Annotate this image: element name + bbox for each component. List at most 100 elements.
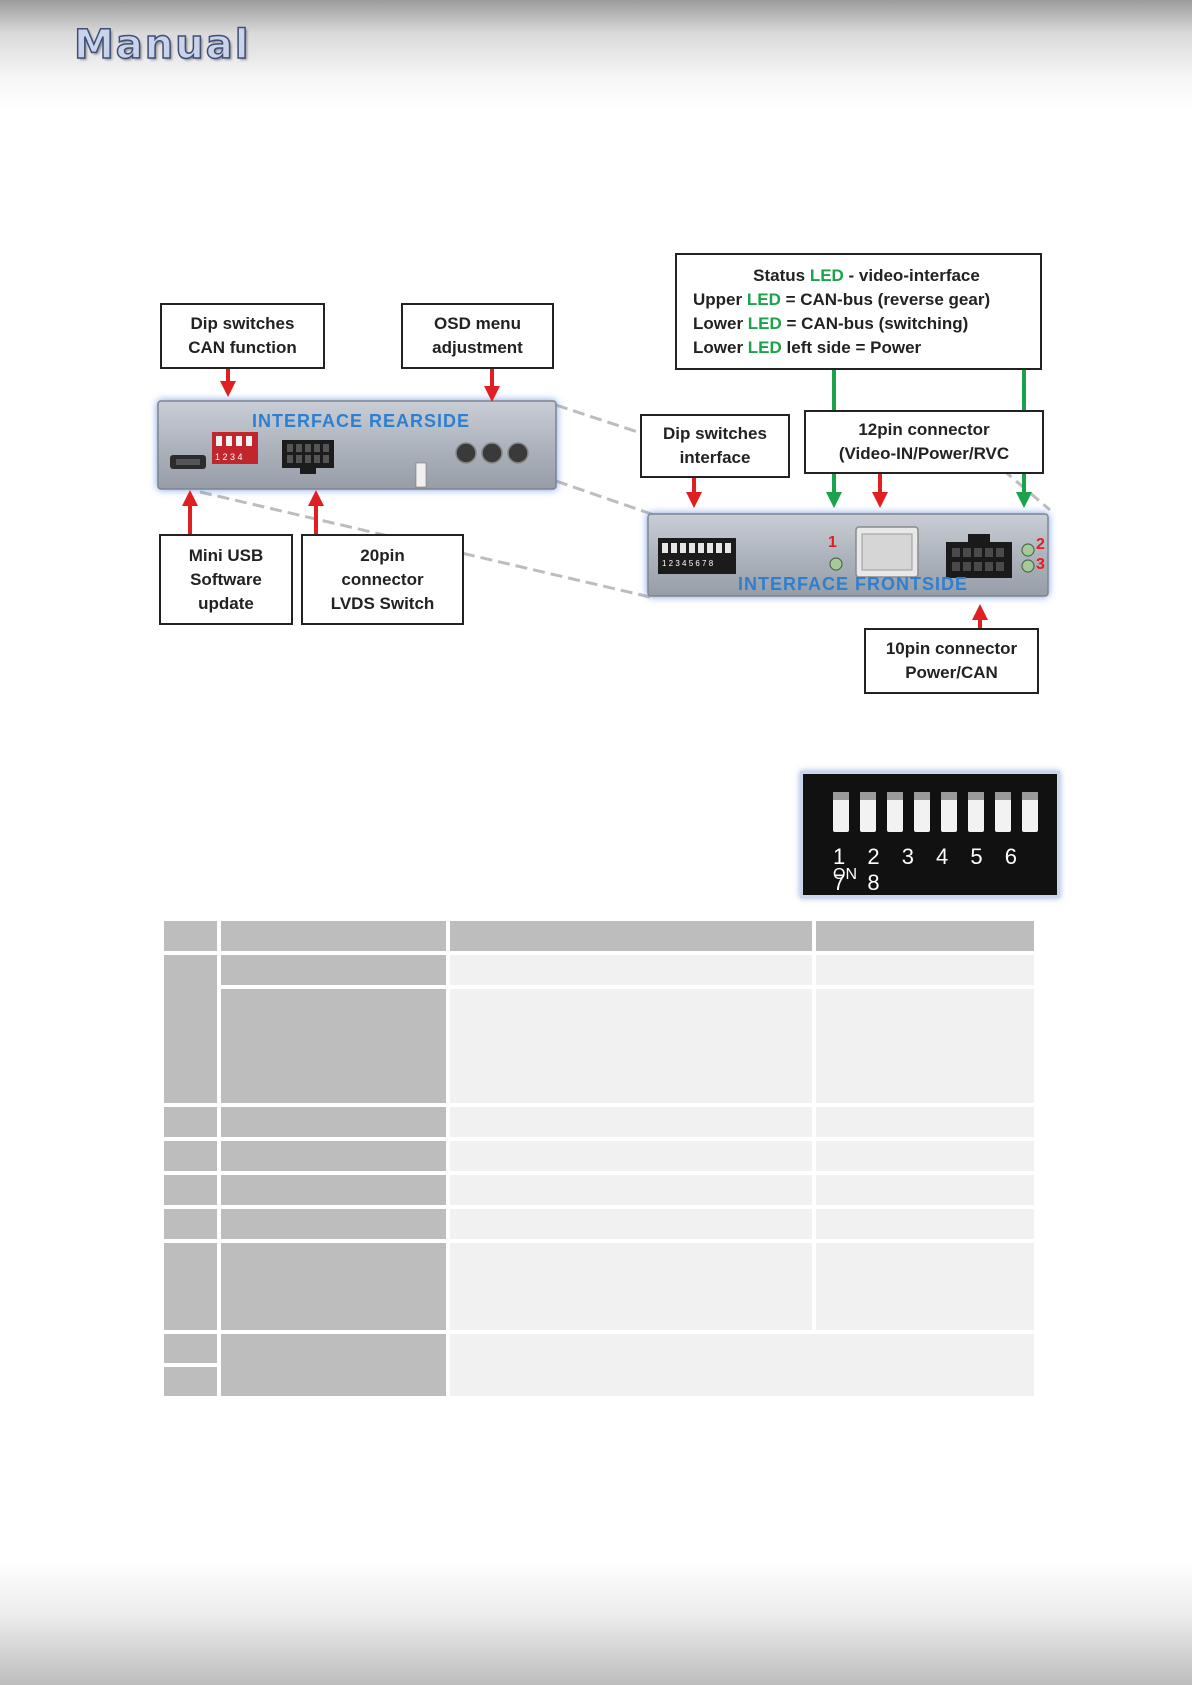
interface-diagram: 1 2 3 4 1 2 3 4 5 6 7 8 — [157, 358, 1051, 628]
led-number-2: 2 — [1036, 536, 1045, 553]
table-row — [164, 1367, 1034, 1396]
table-header-cell — [221, 921, 446, 951]
lvds-pins — [287, 444, 329, 463]
header-band — [0, 0, 1192, 110]
10pin-connector — [946, 542, 1012, 578]
rear-dip-levers — [216, 436, 252, 446]
dip-settings-table — [160, 917, 1038, 1400]
front-dip-numbers: 1 2 3 4 5 6 7 8 — [662, 559, 714, 568]
callout-12pin-line1: 12pin connector — [858, 420, 990, 439]
guide-line-4 — [974, 444, 1051, 512]
table-cell — [816, 1107, 1034, 1137]
table-cell — [221, 1107, 446, 1137]
table-cell — [221, 1141, 446, 1171]
12pin-connector-inner — [861, 533, 913, 571]
lvds-connector-latch — [300, 468, 316, 474]
table-cell — [164, 1141, 217, 1171]
led-number-3: 3 — [1036, 556, 1045, 573]
callout-dip-interface: Dip switches interface — [640, 414, 790, 478]
dip-photo-on-label: ON — [833, 866, 857, 883]
status-led-line3: Lower LED = CAN-bus (switching) — [693, 313, 969, 333]
table-cell — [816, 1175, 1034, 1205]
dip-photo-switches — [833, 792, 1038, 832]
table-row — [164, 1243, 1034, 1330]
callout-12pin-line2: (Video-IN/Power/RVC — [838, 444, 1010, 463]
table-row — [164, 989, 1034, 1103]
table-row — [164, 1175, 1034, 1205]
table-row — [164, 955, 1034, 1103]
manual-title: Manual — [73, 21, 251, 69]
table-cell — [450, 955, 812, 985]
front-panel-label: INTERFACE FRONTSIDE — [738, 574, 969, 594]
rear-panel-label: INTERFACE REARSIDE — [252, 411, 471, 431]
table-cell — [164, 1243, 217, 1330]
callout-usb-line2: Software — [190, 569, 262, 589]
callout-dip-interface-line2: interface — [679, 448, 751, 467]
callout-usb-line3: update — [198, 593, 254, 613]
status-led-line2: Upper LED = CAN-bus (reverse gear) — [693, 289, 991, 309]
10pin-connector-latch — [968, 534, 990, 543]
guide-line-3 — [199, 490, 651, 599]
table-cell — [164, 955, 217, 1103]
callout-osd: OSD menu adjustment — [401, 303, 554, 369]
callout-dip-can-line2: CAN function — [188, 338, 297, 357]
callout-lvds: 20pin connector LVDS Switch — [301, 534, 464, 625]
table-cell — [164, 1334, 217, 1363]
table-cell — [450, 1141, 812, 1171]
callout-lvds-line2: connector — [341, 569, 424, 589]
table-row — [164, 1107, 1034, 1137]
table-cell — [221, 989, 446, 1103]
led-number-1: 1 — [828, 534, 837, 551]
table-row — [164, 1334, 1034, 1396]
callout-lvds-line3: LVDS Switch — [330, 593, 435, 613]
table-cell — [816, 1243, 1034, 1330]
led-2 — [1021, 543, 1035, 557]
status-led-line4: Lower LED left side = Power — [693, 337, 922, 357]
10pin-pins — [952, 548, 1004, 571]
callout-10pin-line1: 10pin connector — [885, 639, 1018, 658]
table-cell — [164, 1209, 217, 1239]
callout-10pin: 10pin connector Power/CAN — [864, 628, 1039, 694]
table-cell — [164, 1107, 217, 1137]
table-cell — [450, 1209, 812, 1239]
rear-sticker — [415, 462, 427, 488]
callout-osd-line1: OSD menu — [434, 314, 521, 333]
callout-usb-line1: Mini USB — [188, 545, 264, 565]
callout-dip-can: Dip switches CAN function — [160, 303, 325, 369]
table-cell — [450, 1107, 812, 1137]
callout-12pin: 12pin connector (Video-IN/Power/RVC — [804, 410, 1044, 474]
front-dip-switch — [658, 538, 736, 574]
table-cell — [221, 1175, 446, 1205]
rear-dip-numbers: 1 2 3 4 — [215, 452, 243, 462]
footer-band — [0, 1560, 1192, 1685]
table-header-cell — [450, 921, 812, 951]
table-cell — [221, 1334, 446, 1396]
table-cell — [816, 1141, 1034, 1171]
callout-dip-can-line1: Dip switches — [190, 314, 295, 333]
table-cell — [816, 955, 1034, 985]
table-cell — [221, 1209, 446, 1239]
table-cell — [816, 1209, 1034, 1239]
rear-panel — [157, 400, 557, 490]
table-cell — [450, 1175, 812, 1205]
front-dip-levers — [662, 543, 731, 553]
led-1 — [829, 557, 843, 571]
table-cell — [450, 1334, 1034, 1396]
osd-buttons — [455, 442, 529, 464]
callout-usb: Mini USB Software update — [159, 534, 293, 625]
callout-lvds-line1: 20pin — [360, 545, 405, 565]
mini-usb-inner — [176, 459, 200, 465]
table-cell — [221, 1243, 446, 1330]
table-cell — [164, 1367, 217, 1396]
table-cell — [450, 989, 812, 1103]
table-header-row — [164, 921, 1034, 951]
table-row — [164, 1141, 1034, 1171]
callout-10pin-line2: Power/CAN — [905, 663, 998, 682]
table-cell — [164, 1175, 217, 1205]
guide-line-2 — [555, 479, 661, 519]
table-header-cell — [164, 921, 217, 951]
callout-status-led: Status LED - video-interface Upper LED =… — [675, 253, 1042, 370]
status-led-line1: Status LED - video-interface — [753, 265, 980, 285]
table-header-cell — [816, 921, 1034, 951]
table-cell — [221, 955, 446, 985]
